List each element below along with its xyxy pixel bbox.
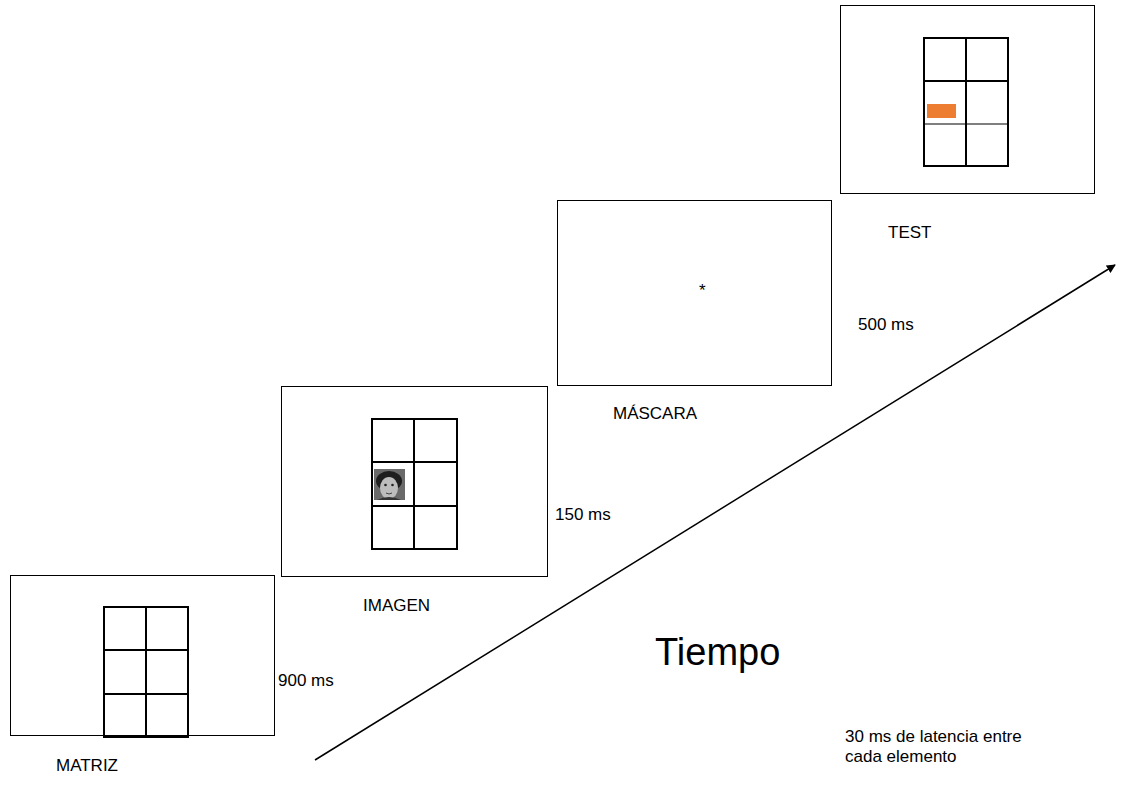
photo-shoulders <box>377 497 401 500</box>
photo-face <box>380 477 398 499</box>
screen-label: TEST <box>888 223 931 243</box>
photo-mouth <box>386 493 392 494</box>
note-text: 30 ms de latencia entre cada elemento <box>845 727 1045 768</box>
grid-test <box>924 38 1008 166</box>
photo-ground <box>374 469 405 500</box>
grid-image <box>372 419 457 549</box>
photo-eye <box>391 484 394 487</box>
grid-line <box>104 693 188 695</box>
photo-eye <box>384 484 387 487</box>
face-photo <box>374 469 405 500</box>
grid-line <box>965 38 967 166</box>
grid-line <box>372 505 457 507</box>
duration-label: 500 ms <box>858 315 914 335</box>
grid-line <box>145 607 147 737</box>
duration-label: 900 ms <box>278 671 334 691</box>
screen-label: IMAGEN <box>363 596 430 616</box>
grid-line <box>924 80 1008 82</box>
grid-line <box>104 649 188 651</box>
duration-label: 150 ms <box>555 505 611 525</box>
grid-line <box>413 419 415 549</box>
grid-matrix <box>104 607 188 737</box>
grid-line <box>372 461 457 463</box>
screen-label: MÁSCARA <box>613 404 697 424</box>
axis-title: Tiempo <box>655 630 780 676</box>
mask-symbol: * <box>699 281 706 301</box>
grid-outline <box>372 419 457 549</box>
grid-outline <box>924 38 1008 166</box>
time-arrow <box>315 265 1115 760</box>
screen-frame: *MÁSCARA <box>557 200 832 386</box>
grid-line <box>924 124 1008 125</box>
grid-outline <box>104 607 188 737</box>
test-probe <box>927 104 956 118</box>
screen-label: MATRIZ <box>56 756 118 776</box>
screen-frame: MATRIZ <box>10 575 275 736</box>
screen-frame: IMAGEN <box>281 386 548 577</box>
screen-frame: TEST <box>840 5 1095 194</box>
